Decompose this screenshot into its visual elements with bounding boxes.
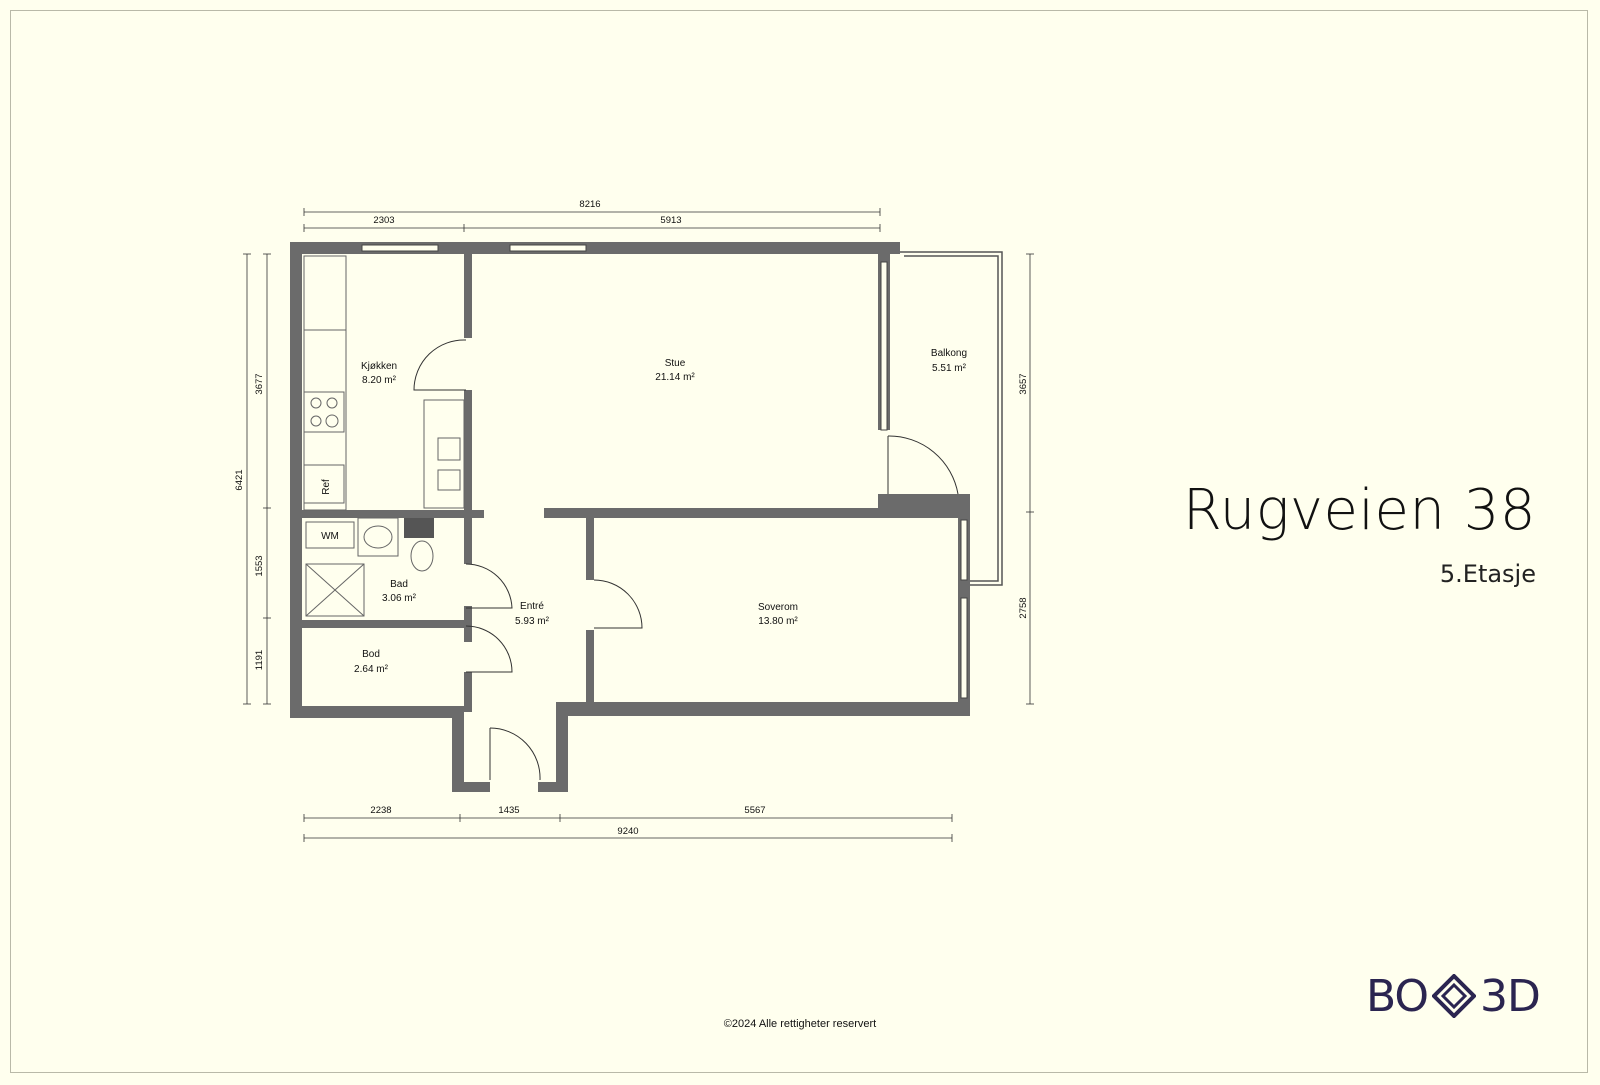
bathroom-fixtures xyxy=(305,517,434,617)
balcony-outline xyxy=(900,251,1003,586)
dim-top-left: 2303 xyxy=(373,215,394,226)
room-area-bad: 3.06 m² xyxy=(382,593,417,604)
room-name-entre: Entré xyxy=(520,601,544,612)
dim-left-bottom: 1191 xyxy=(254,650,265,670)
room-name-soverom: Soverom xyxy=(758,602,798,613)
dim-left-top: 3677 xyxy=(254,373,265,394)
dimension-labels: 8216 2303 5913 2238 1435 5567 9240 6421 … xyxy=(234,199,1029,837)
brand-logo: BO 3D xyxy=(1366,970,1541,1022)
dimension-lines xyxy=(243,208,1034,842)
door-swings xyxy=(413,339,959,781)
dim-top-right: 5913 xyxy=(660,215,681,226)
room-area-entre: 5.93 m² xyxy=(515,616,550,627)
dim-left-mid: 1553 xyxy=(254,555,265,576)
room-name-stue: Stue xyxy=(665,358,686,369)
room-area-stue: 21.14 m² xyxy=(655,372,695,383)
page-frame xyxy=(10,10,1588,1073)
page-title: Rugveien 38 xyxy=(1182,478,1536,543)
room-area-kjokken: 8.20 m² xyxy=(362,375,397,386)
room-name-kjokken: Kjøkken xyxy=(361,361,397,372)
room-name-bad: Bad xyxy=(390,579,408,590)
walls xyxy=(290,242,970,792)
dim-top-total: 8216 xyxy=(579,199,600,210)
dim-bottom-right: 5567 xyxy=(744,805,765,816)
dim-bottom-left: 2238 xyxy=(370,805,391,816)
room-labels: Kjøkken 8.20 m² Stue 21.14 m² Balkong 5.… xyxy=(354,348,967,675)
kitchen-fixtures xyxy=(303,255,465,511)
floor-subtitle: 5.Etasje xyxy=(1439,560,1536,588)
windows xyxy=(361,244,968,699)
logo-left-text: BO xyxy=(1366,970,1429,1022)
room-area-soverom: 13.80 m² xyxy=(758,616,798,627)
dim-right-top: 3657 xyxy=(1018,373,1029,394)
dim-bottom-mid: 1435 xyxy=(498,805,519,816)
dim-left-total: 6421 xyxy=(234,469,245,490)
copyright-text: ©2024 Alle rettigheter reservert xyxy=(723,1018,877,1030)
room-name-balkong: Balkong xyxy=(931,348,967,359)
room-area-balkong: 5.51 m² xyxy=(932,363,967,374)
dim-right-bottom: 2758 xyxy=(1018,597,1029,618)
room-area-bod: 2.64 m² xyxy=(354,664,389,675)
dim-bottom-total: 9240 xyxy=(617,826,638,837)
logo-right-text: 3D xyxy=(1480,970,1541,1022)
diamond-logo-icon xyxy=(1432,974,1477,1018)
washing-machine-label: WM xyxy=(321,531,339,542)
room-name-bod: Bod xyxy=(362,649,380,660)
refrigerator-label: Ref xyxy=(321,479,332,495)
